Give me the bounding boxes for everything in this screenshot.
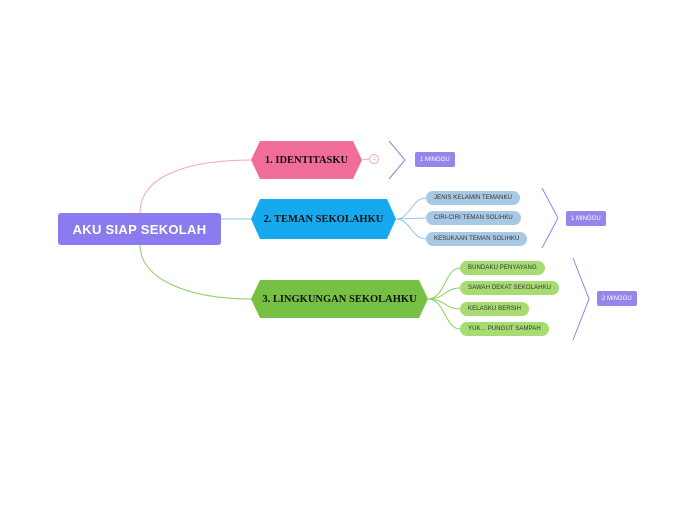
summary-tag[interactable]: 2 MINGGU: [597, 291, 637, 306]
collapsed-count: 1: [372, 156, 376, 162]
subtopic-sawah[interactable]: SAWAH DEKAT SEKOLAHKU: [460, 281, 560, 295]
subtopic-label: YUK... PUNGUT SAMPAH: [468, 326, 541, 332]
summary-tag[interactable]: 1 MINGGU: [566, 211, 606, 226]
summary-label: 1 MINGGU: [571, 215, 601, 222]
summary-label: 2 MINGGU: [602, 295, 632, 302]
branch-identitasku[interactable]: 1. IDENTITASKU: [251, 141, 362, 179]
summary-label: 1 MINGGU: [420, 156, 450, 163]
summary-tag[interactable]: 1 MINGGU: [415, 152, 455, 167]
connector-b2-c1: [395, 197, 427, 220]
connector-b3-c2: [427, 287, 461, 300]
connector-root-branch-3: [139, 244, 252, 300]
subtopic-label: SAWAH DEKAT SEKOLAHKU: [468, 285, 552, 291]
connector-b3-c1: [427, 267, 461, 300]
branch-label: 1. IDENTITASKU: [264, 154, 349, 166]
central-topic[interactable]: AKU SIAP SEKOLAH: [58, 213, 221, 245]
connector-root-branch-1: [139, 159, 252, 214]
branch-lingkungan-sekolahku[interactable]: 3. LINGKUNGAN SEKOLAHKU: [251, 280, 428, 318]
connector-b3-c4: [427, 298, 461, 330]
subtopic-pungut-sampah[interactable]: YUK... PUNGUT SAMPAH: [460, 322, 549, 336]
connector-b2-c3: [395, 218, 427, 240]
connector-b3-c3: [427, 298, 461, 310]
subtopic-kelasku[interactable]: KELASKU BERSIH: [460, 302, 530, 316]
subtopic-label: CIRI-CIRI TEMAN SOLIHKU: [434, 215, 513, 221]
central-topic-label: AKU SIAP SEKOLAH: [72, 221, 207, 237]
collapse-toggle-button[interactable]: 1: [369, 154, 379, 164]
subtopic-kesukaan[interactable]: KESUKAAN TEMAN SOLIHKU: [426, 232, 528, 246]
connector-branch-1-collapse: [361, 158, 370, 161]
summary-bracket-2: [541, 187, 559, 249]
subtopic-label: KESUKAAN TEMAN SOLIHKU: [434, 236, 520, 242]
branch-teman-sekolahku[interactable]: 2. TEMAN SEKOLAHKU: [251, 199, 396, 239]
subtopic-label: KELASKU BERSIH: [468, 306, 522, 312]
branch-label: 3. LINGKUNGAN SEKOLAHKU: [262, 293, 417, 305]
summary-bracket-1: [388, 140, 406, 180]
subtopic-label: JENIS KELAMIN TEMANKU: [434, 195, 513, 201]
subtopic-label: BUNDAKU PENYAYANG: [468, 265, 537, 271]
subtopic-jenis-kelamin[interactable]: JENIS KELAMIN TEMANKU: [426, 191, 521, 205]
branch-label: 2. TEMAN SEKOLAHKU: [263, 213, 384, 225]
subtopic-bundaku[interactable]: BUNDAKU PENYAYANG: [460, 261, 545, 275]
summary-bracket-3: [572, 257, 590, 341]
subtopic-ciri-ciri[interactable]: CIRI-CIRI TEMAN SOLIHKU: [426, 211, 521, 225]
connector-b2-c2: [395, 217, 427, 220]
